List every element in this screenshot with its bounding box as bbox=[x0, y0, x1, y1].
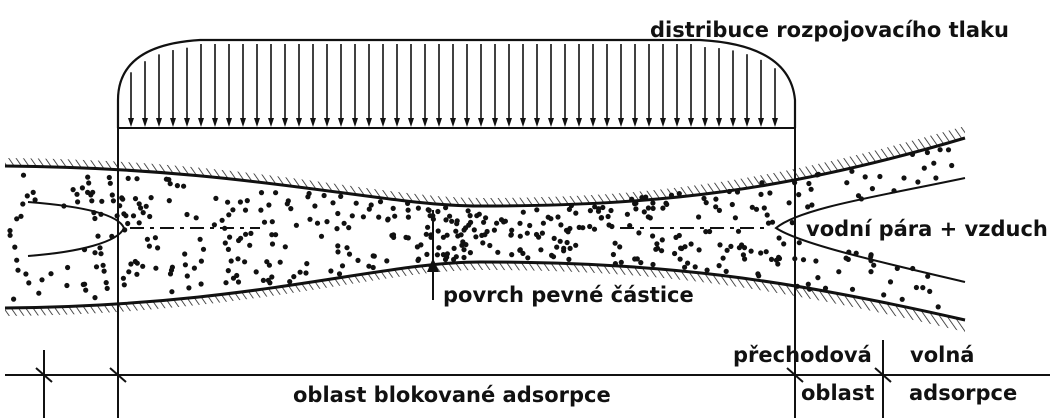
pressure-label: distribuce rozpojovacího tlaku bbox=[650, 18, 1009, 42]
surface-label: povrch pevné částice bbox=[443, 283, 694, 307]
pressure-envelope bbox=[118, 40, 795, 128]
left-meniscus bbox=[28, 202, 124, 256]
transition-label-1: přechodová bbox=[733, 343, 872, 367]
transition-label-2: oblast bbox=[801, 381, 874, 405]
upper-solid-surface bbox=[5, 126, 965, 206]
blocked-label: oblast blokované adsorpce bbox=[293, 383, 611, 407]
pressure-distribution bbox=[118, 40, 795, 128]
free-label-1: volná bbox=[910, 343, 974, 367]
vapor-label: vodní pára + vzduch bbox=[806, 217, 1048, 241]
pressure-arrows bbox=[128, 44, 778, 127]
free-label-2: adsorpce bbox=[909, 381, 1017, 405]
